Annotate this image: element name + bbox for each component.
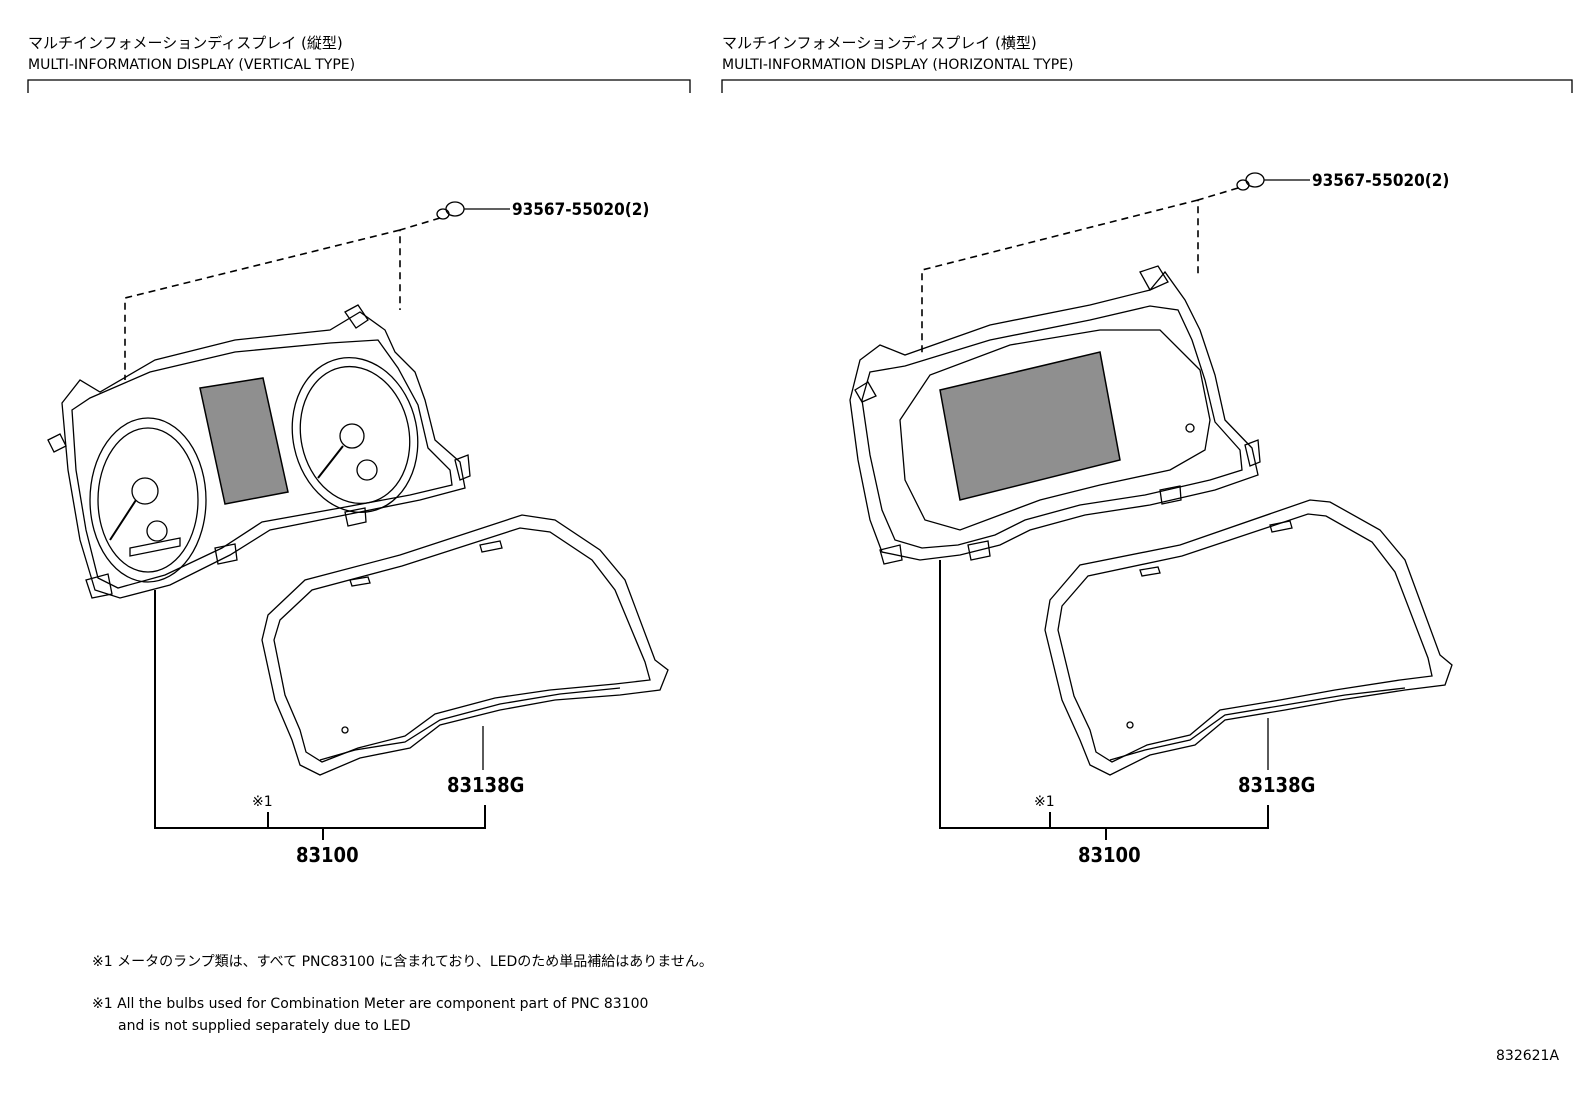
right-assembly-part-number: 83100 [1078, 843, 1141, 867]
figure-id: 832621A [1496, 1048, 1559, 1064]
note-en-line1: ※1 All the bulbs used for Combination Me… [92, 996, 648, 1012]
left-bolt-part-number: 93567-55020(2) [512, 200, 649, 220]
left-title-jp: マルチインフォメーションディスプレイ (縦型) [28, 34, 343, 52]
left-dash-leader [124, 217, 441, 380]
left-assembly-bracket [154, 590, 486, 840]
left-header-bracket [27, 79, 691, 93]
right-meter-assembly [849, 265, 1261, 565]
right-assembly-bracket [939, 560, 1269, 840]
left-bolt [436, 201, 510, 220]
note-en-line2: and is not supplied separately due to LE… [118, 1018, 411, 1034]
left-title-en: MULTI-INFORMATION DISPLAY (VERTICAL TYPE… [28, 57, 355, 73]
right-center-screen [939, 351, 1121, 501]
left-note-marker: ※1 [252, 794, 273, 810]
left-lens-part-number: 83138G [447, 773, 524, 797]
right-bolt-part-number: 93567-55020(2) [1312, 171, 1449, 191]
right-title-jp: マルチインフォメーションディスプレイ (横型) [722, 34, 1037, 52]
note-jp: ※1 メータのランプ類は、すべて PNC83100 に含まれており、LEDのため… [92, 954, 713, 970]
left-meter-assembly [47, 304, 471, 599]
right-lens-window [1044, 499, 1453, 776]
right-dash-leader [921, 187, 1239, 356]
right-title-en: MULTI-INFORMATION DISPLAY (HORIZONTAL TY… [722, 57, 1073, 73]
left-center-screen [199, 377, 289, 505]
left-assembly-part-number: 83100 [296, 843, 359, 867]
right-lens-part-number: 83138G [1238, 773, 1315, 797]
right-note-marker: ※1 [1034, 794, 1055, 810]
right-bolt [1236, 172, 1310, 191]
right-header-bracket [721, 79, 1573, 93]
left-lens-window [261, 514, 669, 776]
